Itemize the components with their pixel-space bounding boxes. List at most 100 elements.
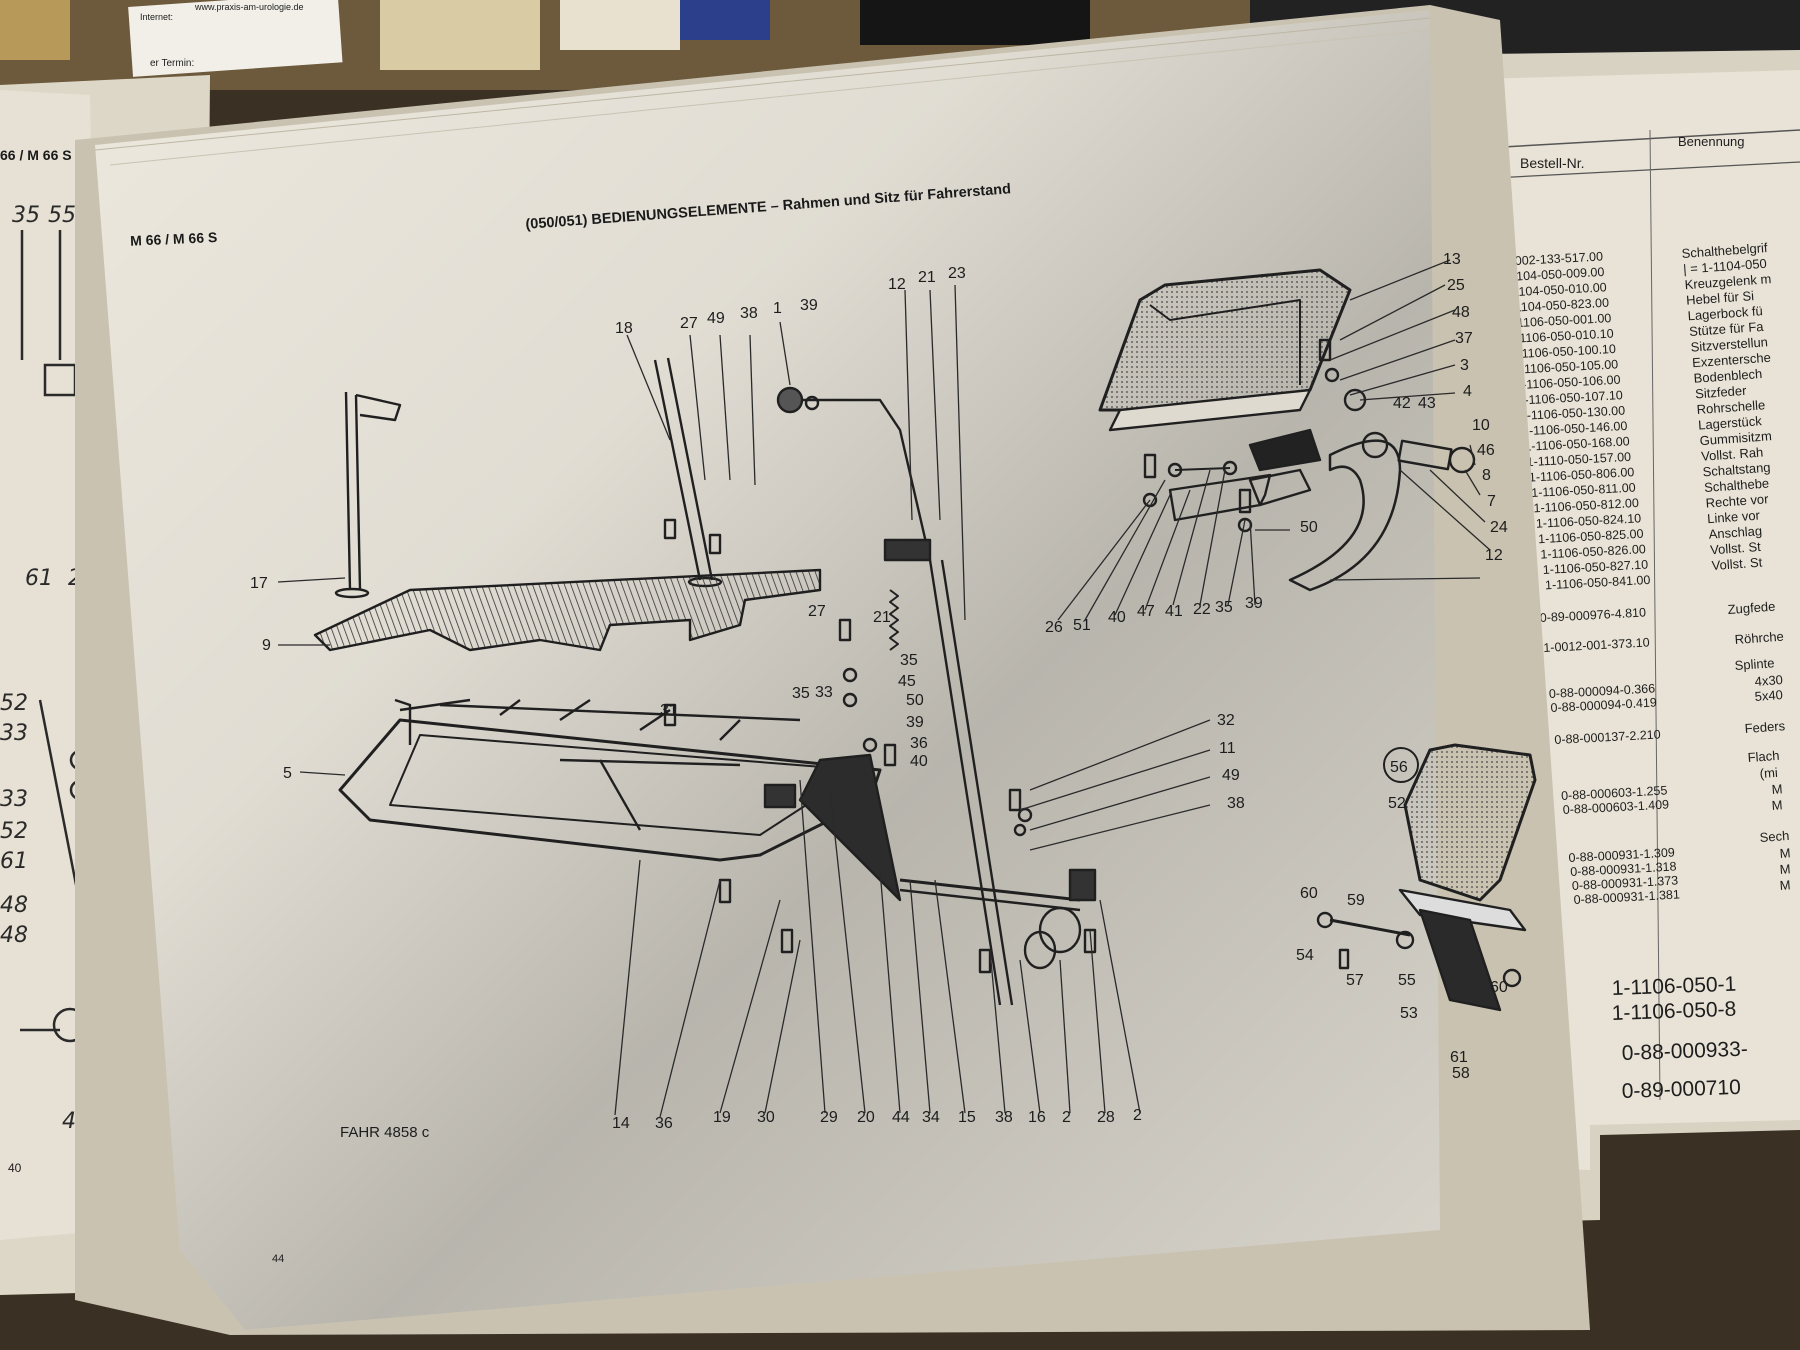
callout-number: 48 [0, 923, 28, 948]
callout-number: 32 [1217, 712, 1235, 729]
callout-number: 17 [250, 575, 268, 592]
callout-number: 27 [808, 603, 826, 620]
order-number: 1-1106-050-146.00 [1522, 419, 1628, 438]
order-number: 1-1104-050-010.00 [1501, 280, 1607, 299]
part-name: Vollst. St [1711, 554, 1763, 573]
part-name: 4x30 [1754, 672, 1783, 689]
part-name: 5x40 [1754, 687, 1783, 704]
callout-number: 61 [0, 849, 28, 874]
callout-number: 50 [906, 692, 924, 709]
callout-number: 3 [1460, 357, 1469, 374]
part-name-list: Schalthebelgrif| = 1-1104-050Kreuzgelenk… [1681, 240, 1772, 573]
order-number: 1-1106-050-010.10 [1508, 326, 1614, 345]
order-number: 1-1106-050-105.00 [1513, 357, 1619, 376]
order-number: 1-1106-050-811.00 [1531, 481, 1636, 500]
part-name: Anschlag [1708, 523, 1762, 542]
order-number: 1-1110-050-157.00 [1526, 450, 1631, 469]
callout-number: 37 [1455, 330, 1473, 347]
callout-number: 61 [1450, 1049, 1468, 1066]
part-name: Vollst. Rah [1701, 444, 1764, 463]
callout-number: 26 [1045, 619, 1063, 636]
order-number: 1-1104-050-009.00 [1499, 265, 1605, 284]
callout-number: 11 [1219, 740, 1236, 757]
callout-number: 38 [740, 305, 758, 322]
callout-number: 61 [25, 566, 53, 591]
callout-number: 40 [910, 753, 928, 770]
left-page-header: 66 / M 66 S [0, 147, 72, 163]
part-name: Gummisitzm [1699, 428, 1772, 448]
sticky-note-line: www.praxis-am-urologie.de [194, 2, 304, 12]
callout-number: 58 [1452, 1065, 1470, 1082]
callout-number: 41 [1165, 603, 1183, 620]
callout-number: 52 [1388, 795, 1406, 812]
part-name: Röhrche [1734, 629, 1784, 647]
callout-number: 16 [1028, 1109, 1046, 1126]
callout-number: 27 [680, 315, 698, 332]
order-number: 1-1106-050-825.00 [1538, 527, 1644, 546]
callout-number: 60 [1300, 885, 1318, 902]
callout-number: 51 [1073, 617, 1091, 634]
callout-number: 39 [800, 297, 818, 314]
callout-number: 4 [1463, 383, 1472, 400]
callout-number: 29 [820, 1109, 838, 1126]
order-number: 1-1106-050-100.10 [1510, 342, 1616, 361]
order-number: 1-1106-050-001.00 [1506, 311, 1612, 330]
callout-number: 20 [857, 1109, 875, 1126]
callout-number: 49 [1222, 767, 1240, 784]
part-name: Exzentersche [1692, 350, 1772, 370]
callout-number: 33 [815, 684, 833, 701]
callout-number: 33 [0, 721, 28, 746]
callout-number: 8 [1482, 467, 1491, 484]
order-number: 1-1106-050-841.00 [1545, 573, 1651, 592]
order-number: 0-88-000094-0.366 [1549, 681, 1656, 701]
order-number: 1-1106-050-824.10 [1536, 511, 1642, 530]
part-name: Flach [1747, 748, 1780, 765]
callout-number: 21 [873, 609, 891, 626]
typed-order-number: 1-1106-050-8 [1611, 998, 1736, 1025]
callout-number: 54 [1296, 947, 1314, 964]
order-number: 0-88-000094-0.419 [1550, 695, 1657, 715]
callout-number: 30 [757, 1109, 775, 1126]
order-number: 0-88-000603-1.409 [1562, 797, 1669, 817]
part-name: | = 1-1104-050 [1683, 256, 1768, 277]
drawing-code: FAHR 4858 c [340, 1124, 430, 1141]
page-number: 44 [272, 1253, 284, 1265]
callout-number: 55 [1398, 972, 1416, 989]
order-number: 1-1106-050-806.00 [1529, 465, 1635, 484]
order-number: 0-88-000931-1.318 [1570, 859, 1677, 879]
sticky-note-line: er Termin: [150, 58, 194, 69]
callout-number: 42 [1393, 395, 1411, 412]
part-name: Schalthebelgrif [1681, 240, 1768, 261]
order-number: 1-0012-001-373.10 [1543, 635, 1650, 655]
order-number: 2-0002-133-517.00 [1496, 249, 1603, 269]
callout-number: 2 [1062, 1109, 1071, 1126]
order-number: 1-1106-050-826.00 [1540, 542, 1646, 561]
callout-number: 15 [958, 1109, 976, 1126]
order-number: 0-89-000976-4.810 [1539, 605, 1646, 625]
callout-number: 39 [1245, 595, 1263, 612]
callout-number: 22 [1193, 601, 1211, 618]
part-name: (mi [1759, 765, 1778, 781]
part-name: Zugfede [1727, 599, 1776, 617]
part-name: Bodenblech [1693, 366, 1763, 386]
callout-number: 19 [713, 1109, 731, 1126]
part-name: Lagerbock fü [1687, 303, 1763, 323]
callout-number: 59 [1347, 892, 1365, 909]
callout-number: 25 [1447, 277, 1465, 294]
part-name: Rohrschelle [1696, 397, 1766, 417]
callout-number: 31 [660, 702, 678, 719]
order-number-list: 2-0002-133-517.001-1104-050-009.001-1104… [1496, 249, 1650, 592]
callout-number: 57 [1346, 972, 1364, 989]
callout-number: 36 [910, 735, 928, 752]
part-name: M [1779, 845, 1791, 861]
left-page-callouts: 35556126523333526148484576 [0, 203, 162, 1134]
order-number: 1-1106-050-130.00 [1519, 403, 1625, 422]
typed-number-list: 1-1106-050-11-1106-050-80-88-000933-0-89… [1611, 973, 1748, 1103]
order-number: 1-1106-050-827.10 [1542, 557, 1648, 576]
callout-number: 36 [655, 1115, 673, 1132]
part-name: Kreuzgelenk m [1684, 271, 1772, 292]
callout-number: 9 [262, 637, 271, 654]
part-name: Sech [1759, 828, 1790, 845]
